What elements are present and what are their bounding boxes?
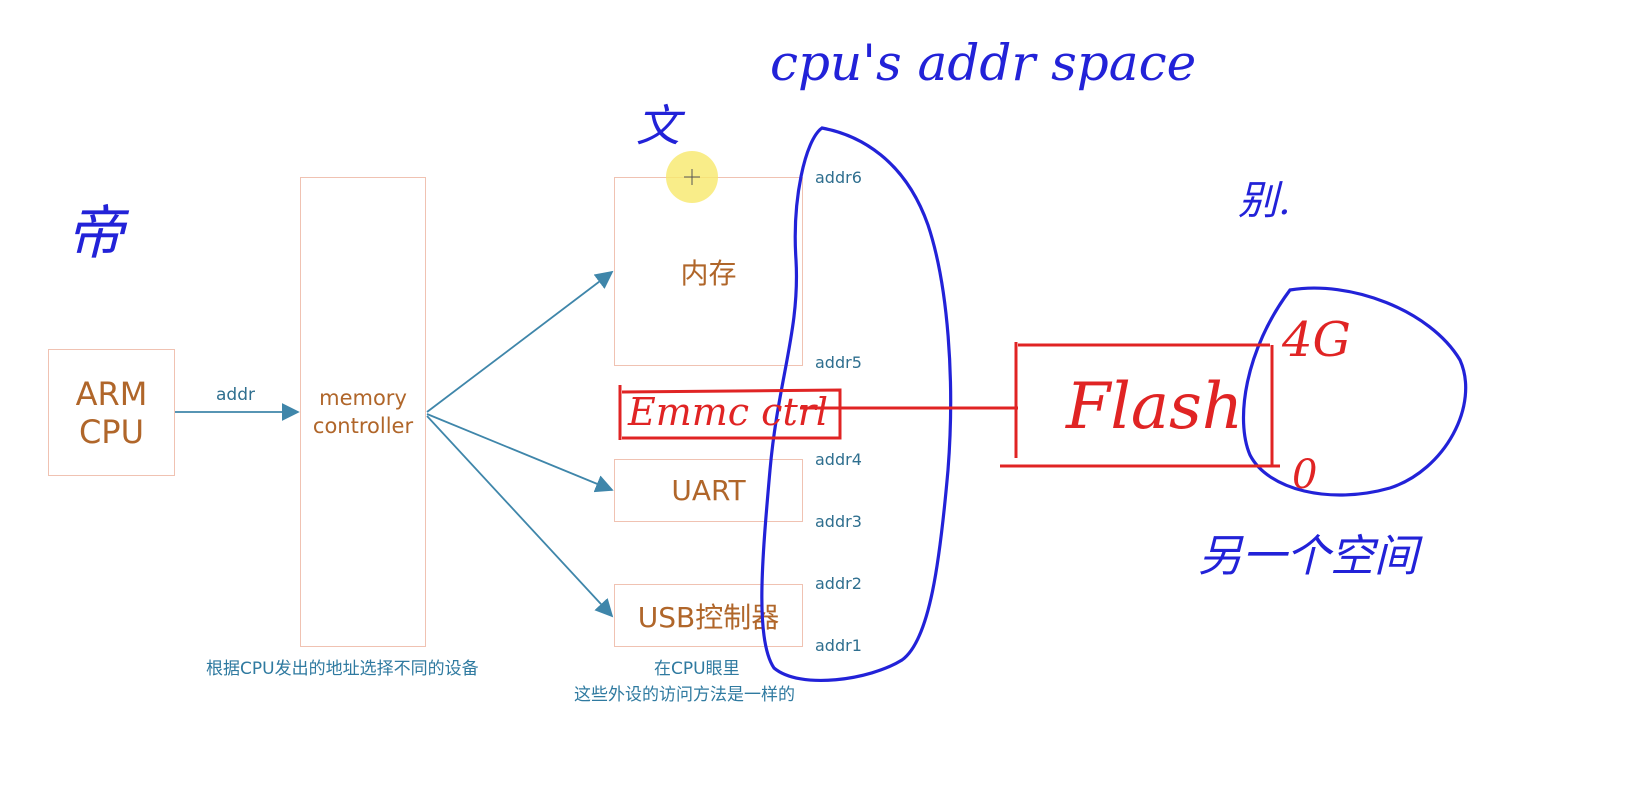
usb-controller-box: USB控制器	[614, 584, 803, 647]
addr-space-loop	[760, 126, 953, 683]
memory-controller-label: memory controller	[312, 386, 414, 438]
memory-controller-box: memory controller	[300, 177, 426, 647]
addr2-label: addr2	[815, 574, 862, 593]
another-space-handwriting: 另一个空间	[1198, 531, 1418, 582]
emmc-handwriting: Emmc ctrl	[628, 390, 829, 434]
flash-box-stroke	[1000, 342, 1280, 468]
addr1-label: addr1	[815, 636, 862, 655]
top-char-handwriting: 文	[636, 101, 680, 152]
controller-to-uart-arrow	[426, 413, 614, 493]
top-right-handwriting: 别.	[1238, 178, 1291, 224]
addr-arrow-label: addr	[216, 385, 255, 405]
device-caption-line1: 在CPU眼里	[654, 659, 740, 679]
flash-space-loop	[1241, 286, 1468, 497]
flash-handwriting: Flash	[1066, 370, 1244, 444]
controller-to-usb-arrow	[426, 415, 614, 618]
memory-label: 内存	[680, 256, 737, 290]
addr3-label: addr3	[815, 512, 862, 531]
uart-label: UART	[671, 474, 746, 507]
size-4g-handwriting: 4G	[1282, 312, 1351, 368]
addr4-label: addr4	[815, 450, 862, 469]
cpu-addr-space-handwriting: cpu's addr space	[770, 34, 1197, 92]
zero-handwriting: 0	[1292, 452, 1318, 498]
controller-to-memory-arrow	[426, 270, 614, 413]
device-caption-line2: 这些外设的访问方法是一样的	[574, 685, 795, 705]
usb-controller-label: USB控制器	[637, 600, 780, 634]
emmc-box-stroke	[618, 385, 842, 440]
controller-caption: 根据CPU发出的地址选择不同的设备	[206, 659, 479, 679]
addr6-label: addr6	[815, 168, 862, 187]
arm-cpu-box: ARM CPU	[48, 349, 175, 476]
left-char-handwriting: 帝	[66, 199, 125, 267]
memory-box: 内存	[614, 177, 803, 366]
arm-cpu-label: ARM CPU	[75, 374, 148, 451]
addr5-label: addr5	[815, 353, 862, 372]
